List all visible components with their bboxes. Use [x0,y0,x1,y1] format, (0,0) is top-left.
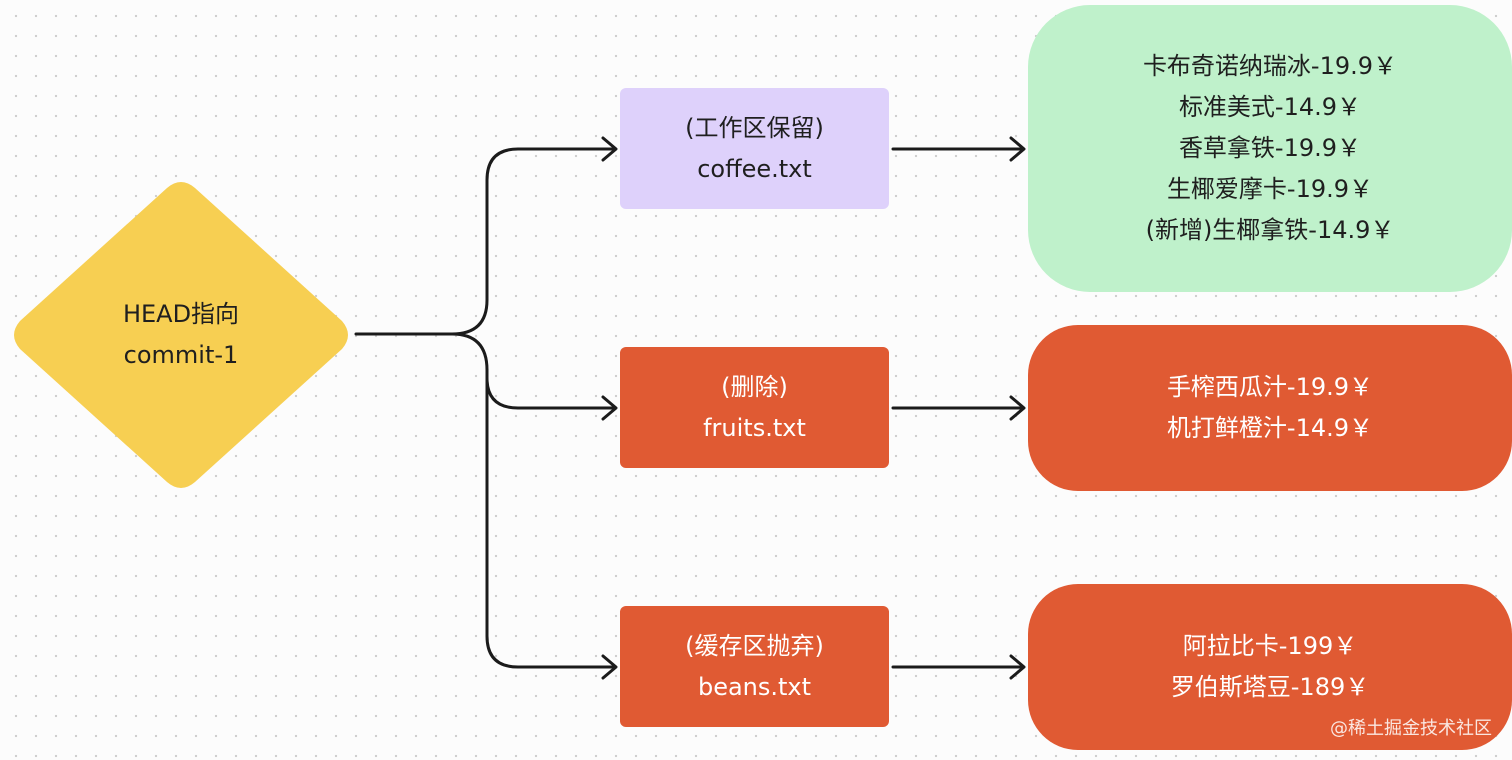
head-commit-label: HEAD指向 commit-1 [8,180,354,490]
head-commit-line2: commit-1 [123,341,239,369]
file-node-coffee[interactable]: (工作区保留) coffee.txt [620,88,889,209]
arrowhead [601,654,618,680]
watermark: @稀土掘金技术社区 [1330,718,1492,739]
head-commit-line1: HEAD指向 [122,300,240,328]
trunk-connector [354,147,616,336]
content-line: 手榨西瓜汁-19.9￥ [1166,373,1374,401]
arrowhead [601,395,618,421]
content-line: 香草拿铁-19.9￥ [1178,134,1362,162]
content-line: 机打鲜橙汁-14.9￥ [1166,414,1374,442]
content-node-coffee[interactable]: 卡布奇诺纳瑞冰-19.9￥ 标准美式-14.9￥ 香草拿铁-19.9￥ 生椰爱摩… [1028,5,1512,292]
content-node-beans[interactable]: 阿拉比卡-199￥ 罗伯斯塔豆-189￥ [1028,584,1512,750]
content-line: 标准美式-14.9￥ [1178,93,1362,121]
diamond-shape [14,182,348,488]
content-node-fruits[interactable]: 手榨西瓜汁-19.9￥ 机打鲜橙汁-14.9￥ [1028,325,1512,491]
file-name-label: coffee.txt [697,154,812,183]
file-node-fruits[interactable]: (删除) fruits.txt [620,347,889,468]
file-node-beans[interactable]: (缓存区抛弃) beans.txt [620,606,889,727]
file-status-label: (删除) [721,372,788,401]
arrowhead [601,136,618,162]
arrowhead [1009,136,1026,162]
file-status-label: (缓存区抛弃) [685,631,824,660]
content-line: 阿拉比卡-199￥ [1182,632,1358,660]
content-line: 生椰爱摩卡-19.9￥ [1166,175,1374,203]
content-line: 卡布奇诺纳瑞冰-19.9￥ [1142,52,1398,80]
arrowhead [1009,654,1026,680]
file-name-label: fruits.txt [703,413,806,442]
trunk-connector [485,368,616,669]
content-line: 罗伯斯塔豆-189￥ [1170,673,1370,701]
trunk-connector [450,332,616,410]
file-name-label: beans.txt [697,672,812,701]
diamond-fill [14,182,348,488]
head-commit-node[interactable]: HEAD指向 commit-1 [8,180,354,490]
content-line: (新增)生椰拿铁-14.9￥ [1145,216,1395,244]
arrowhead [1009,395,1026,421]
file-status-label: (工作区保留) [685,113,824,142]
